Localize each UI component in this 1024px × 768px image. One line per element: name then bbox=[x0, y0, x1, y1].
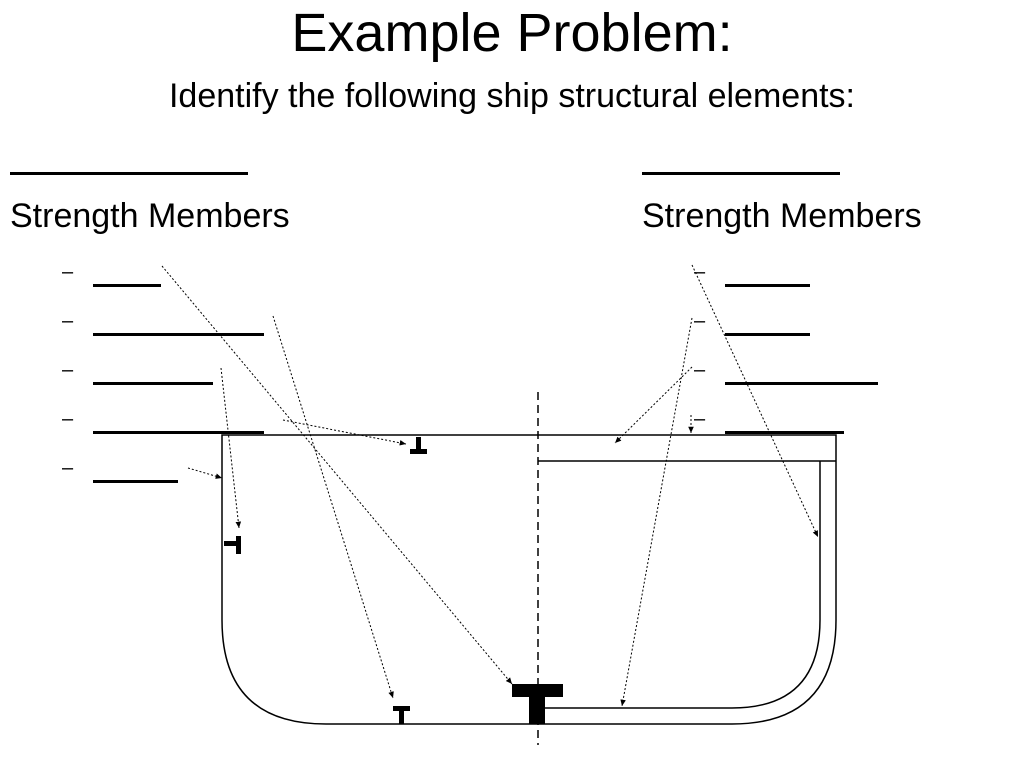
left-column-label: Strength Members bbox=[10, 197, 290, 235]
bullet-dash: – bbox=[694, 408, 706, 430]
leader-arrow bbox=[272, 315, 394, 699]
deck-beam-icon bbox=[410, 437, 427, 454]
answer-blank bbox=[93, 431, 264, 434]
bullet-dash: – bbox=[62, 261, 74, 283]
bullet-dash: – bbox=[694, 310, 706, 332]
answer-blank bbox=[93, 382, 213, 385]
bullet-dash: – bbox=[62, 359, 74, 381]
bullet-dash: – bbox=[694, 261, 706, 283]
bullet-dash: – bbox=[62, 408, 74, 430]
bullet-dash: – bbox=[62, 457, 74, 479]
right-column-label: Strength Members bbox=[642, 197, 922, 235]
slide-subtitle: Identify the following ship structural e… bbox=[168, 77, 855, 115]
bullet-dash: – bbox=[62, 310, 74, 332]
answer-blank bbox=[93, 333, 264, 336]
inner-bilge-curve bbox=[731, 619, 821, 709]
hull-outline bbox=[221, 434, 837, 725]
bullet-dash: – bbox=[694, 359, 706, 381]
left-heading-blank bbox=[10, 172, 248, 175]
answer-blank bbox=[93, 284, 161, 287]
bottom-longitudinal-icon bbox=[393, 706, 410, 724]
answer-blank bbox=[725, 382, 878, 385]
leader-arrow bbox=[220, 367, 242, 529]
keel-icon bbox=[512, 684, 563, 724]
leader-arrow bbox=[691, 264, 819, 538]
slide-title: Example Problem: bbox=[291, 3, 733, 63]
right-heading-blank bbox=[642, 172, 840, 175]
answer-blank bbox=[93, 480, 178, 483]
answer-blank bbox=[725, 431, 844, 434]
leader-arrow bbox=[187, 467, 223, 479]
leader-arrow bbox=[282, 419, 407, 446]
answer-blank bbox=[725, 284, 810, 287]
leader-arrow bbox=[161, 265, 513, 685]
leader-arrow bbox=[620, 317, 693, 707]
leader-arrow bbox=[614, 366, 693, 444]
answer-blank bbox=[725, 333, 810, 336]
side-frame-icon bbox=[224, 536, 241, 554]
